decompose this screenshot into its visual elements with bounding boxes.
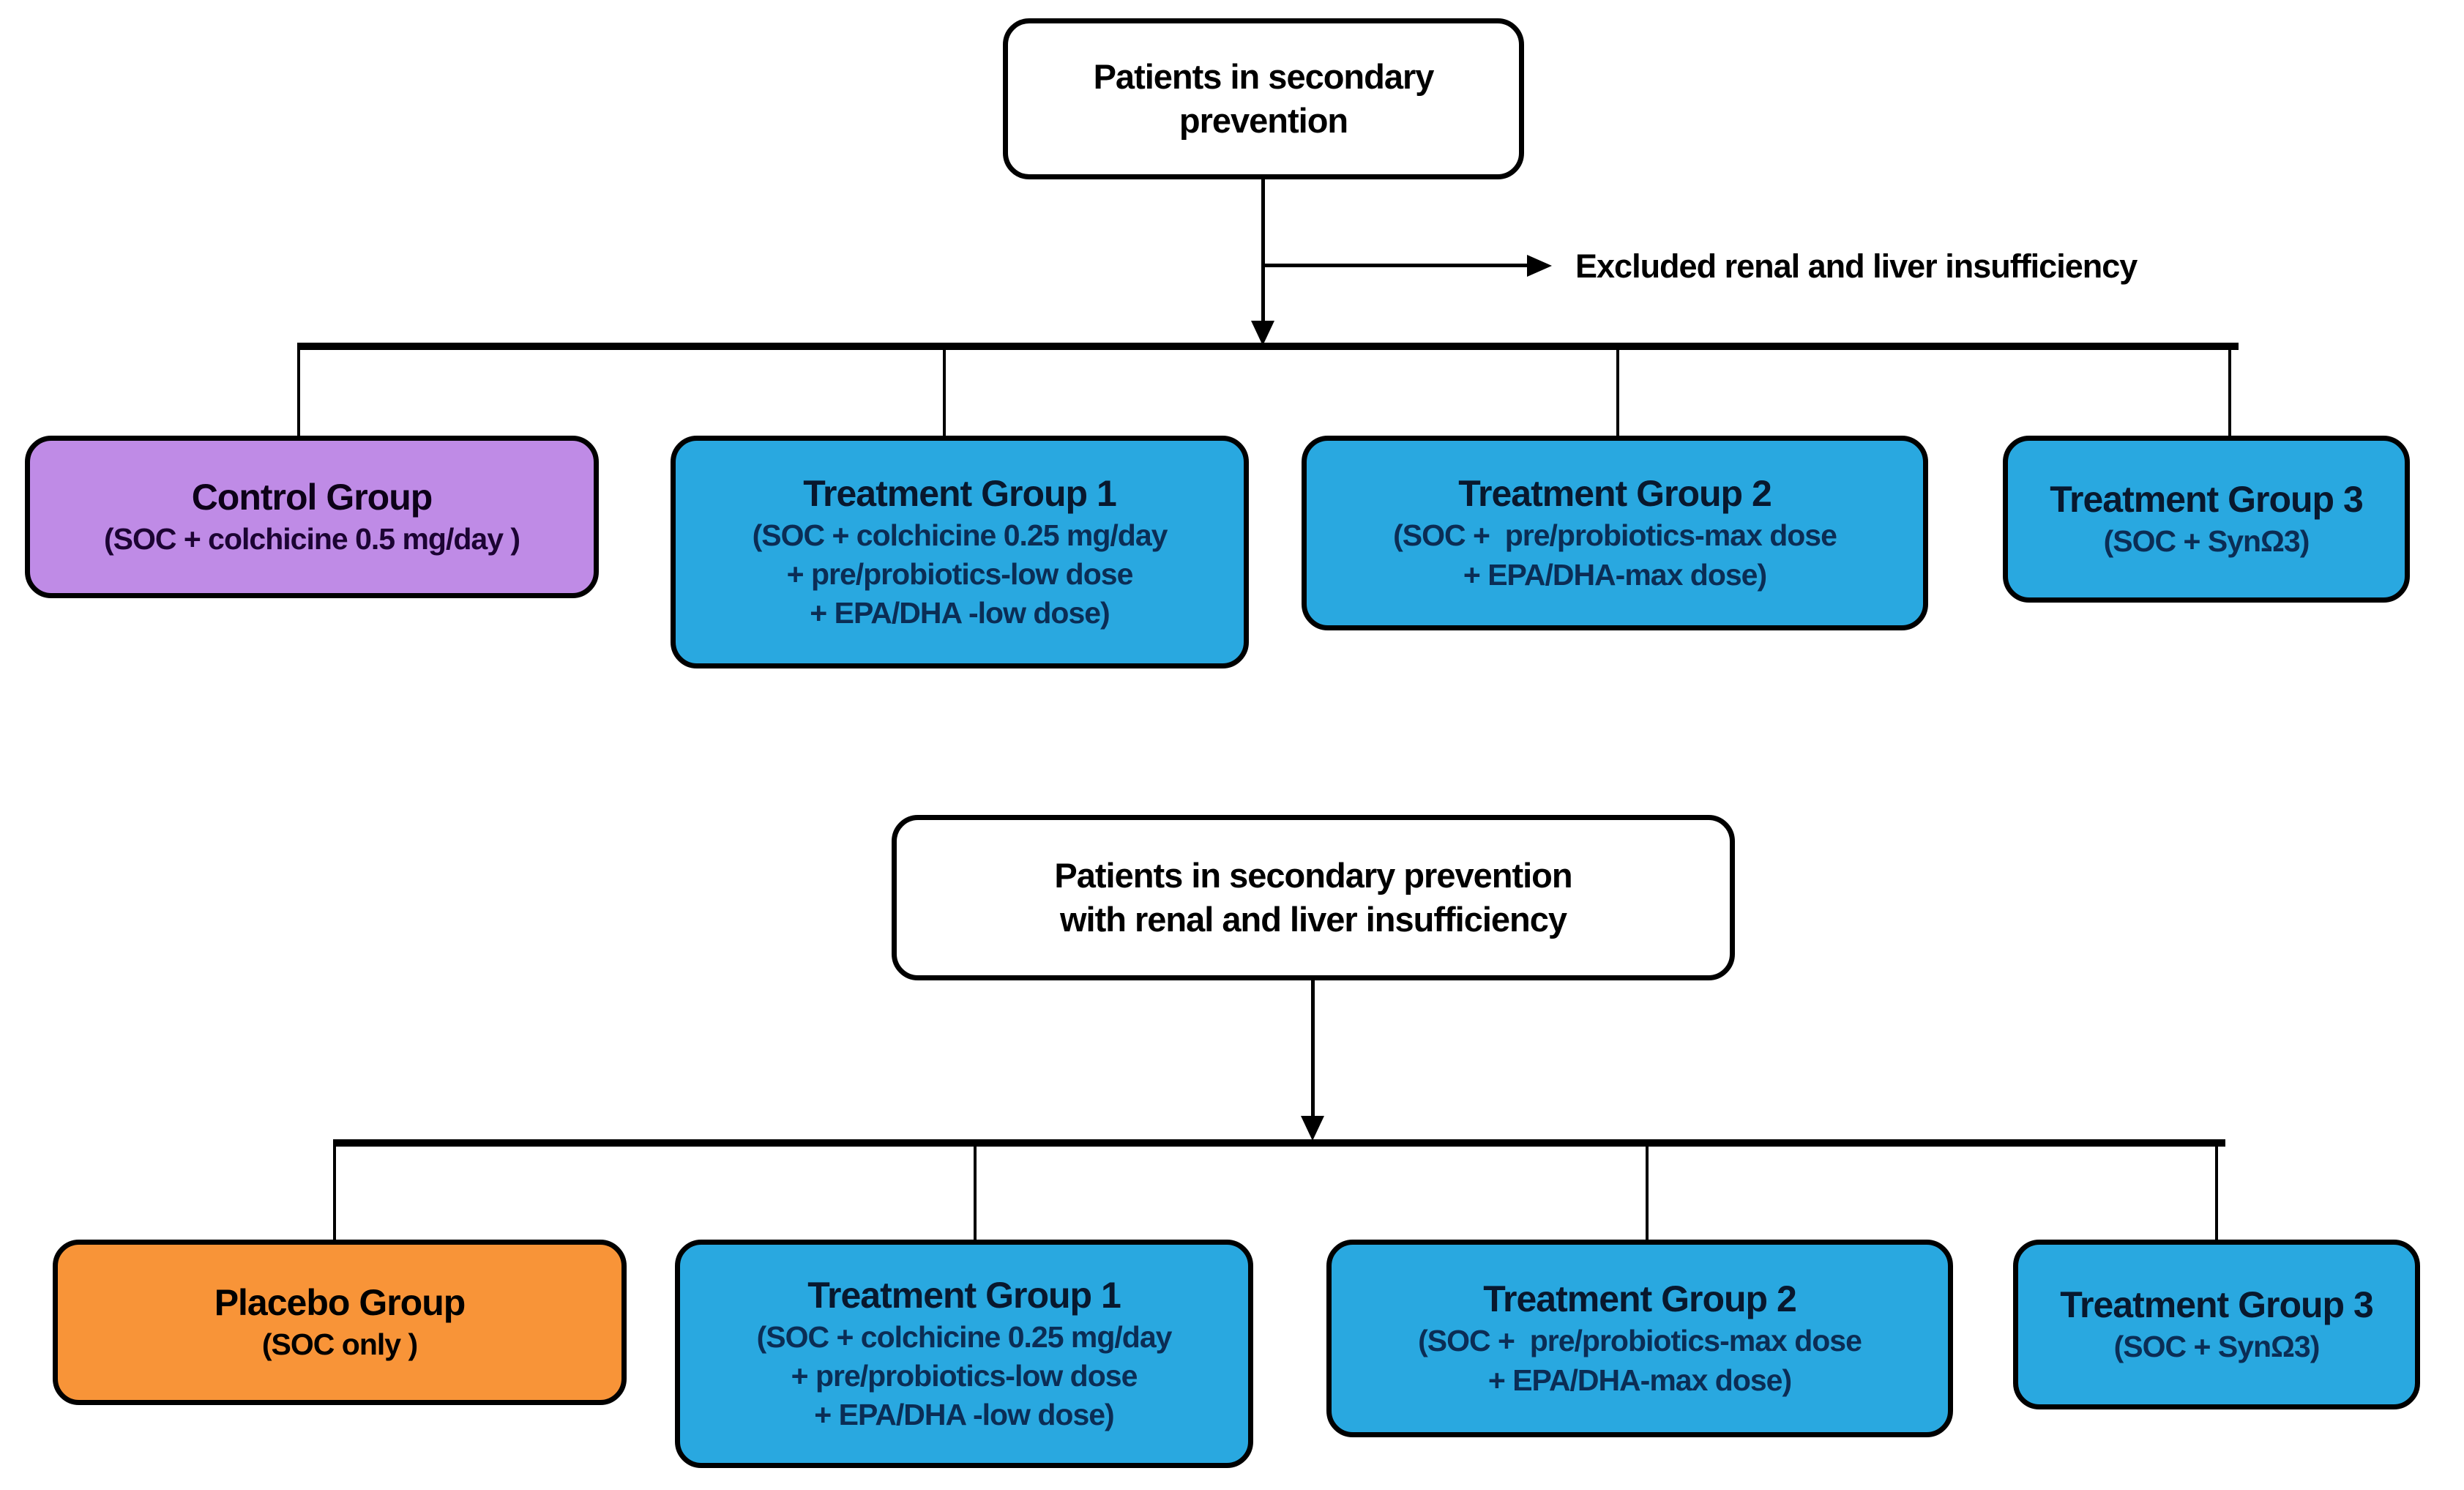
top-header-label: Patients in secondary prevention bbox=[1093, 56, 1435, 140]
group-title: Treatment Group 2 bbox=[1483, 1278, 1797, 1320]
connector-line bbox=[943, 350, 946, 436]
group-detail-line: + pre/probiotics-low dose bbox=[791, 1358, 1138, 1393]
group-title: Treatment Group 1 bbox=[803, 472, 1117, 514]
connector-line bbox=[2228, 350, 2231, 436]
arrowhead-right-icon bbox=[1527, 255, 1552, 277]
treatment-group-2-box: Treatment Group 2 (SOC + pre/probiotics-… bbox=[1302, 436, 1928, 630]
group-title: Placebo Group bbox=[214, 1281, 466, 1323]
bottom-flow-vertical-line bbox=[1311, 979, 1315, 1118]
arrowhead-down-icon bbox=[1251, 321, 1274, 346]
top-branch-bar bbox=[297, 343, 2239, 350]
connector-line bbox=[1616, 350, 1619, 436]
group-title: Treatment Group 3 bbox=[2050, 478, 2364, 520]
group-detail-line: (SOC + SynΩ3) bbox=[2103, 524, 2310, 558]
group-detail-line: + pre/probiotics-low dose bbox=[786, 556, 1134, 591]
group-detail-line: (SOC + pre/probiotics-max dose bbox=[1418, 1324, 1862, 1358]
arrowhead-down-icon bbox=[1301, 1116, 1324, 1141]
group-detail-line: (SOC + colchicine 0.25 mg/day bbox=[756, 1319, 1173, 1354]
bottom-branch-bar bbox=[333, 1139, 2225, 1147]
excluded-note-label: Excluded renal and liver insufficiency bbox=[1575, 247, 2138, 285]
top-header-box: Patients in secondary prevention bbox=[1003, 18, 1524, 179]
group-detail-line: + EPA/DHA -low dose) bbox=[810, 596, 1110, 630]
top-flow-vertical-line bbox=[1261, 178, 1265, 324]
group-title: Treatment Group 3 bbox=[2060, 1284, 2374, 1325]
excluded-branch-line bbox=[1263, 264, 1528, 267]
group-detail-line: (SOC + SynΩ3) bbox=[2113, 1329, 2321, 1363]
group-detail-line: + EPA/DHA -low dose) bbox=[814, 1398, 1114, 1432]
placebo-group-box: Placebo Group (SOC only ) bbox=[53, 1240, 627, 1405]
group-title: Treatment Group 1 bbox=[807, 1274, 1121, 1316]
group-title: Treatment Group 2 bbox=[1458, 473, 1772, 515]
control-group-box: Control Group (SOC + colchicine 0.5 mg/d… bbox=[25, 436, 599, 598]
group-detail-line: (SOC + colchicine 0.25 mg/day bbox=[752, 518, 1168, 552]
bottom-header-label: Patients in secondary prevention with re… bbox=[1054, 855, 1572, 939]
connector-line bbox=[333, 1147, 336, 1240]
connector-line bbox=[2215, 1147, 2218, 1240]
bottom-header-box: Patients in secondary prevention with re… bbox=[892, 815, 1735, 980]
group-detail-line: + EPA/DHA-max dose) bbox=[1463, 557, 1767, 592]
treatment-group-1-box: Treatment Group 1 (SOC + colchicine 0.25… bbox=[671, 436, 1249, 668]
treatment-group-1-box: Treatment Group 1 (SOC + colchicine 0.25… bbox=[675, 1240, 1253, 1468]
group-detail-line: (SOC only ) bbox=[261, 1327, 418, 1361]
group-title: Control Group bbox=[191, 476, 433, 518]
connector-line bbox=[297, 350, 300, 436]
group-detail-line: (SOC + pre/probiotics-max dose bbox=[1393, 518, 1837, 553]
group-detail-line: (SOC + colchicine 0.5 mg/day ) bbox=[103, 521, 520, 556]
treatment-group-2-box: Treatment Group 2 (SOC + pre/probiotics-… bbox=[1326, 1240, 1953, 1437]
treatment-group-3-box: Treatment Group 3 (SOC + SynΩ3) bbox=[2003, 436, 2410, 603]
treatment-group-3-box: Treatment Group 3 (SOC + SynΩ3) bbox=[2013, 1240, 2420, 1409]
connector-line bbox=[974, 1147, 977, 1240]
connector-line bbox=[1646, 1147, 1649, 1240]
group-detail-line: + EPA/DHA-max dose) bbox=[1487, 1363, 1792, 1397]
